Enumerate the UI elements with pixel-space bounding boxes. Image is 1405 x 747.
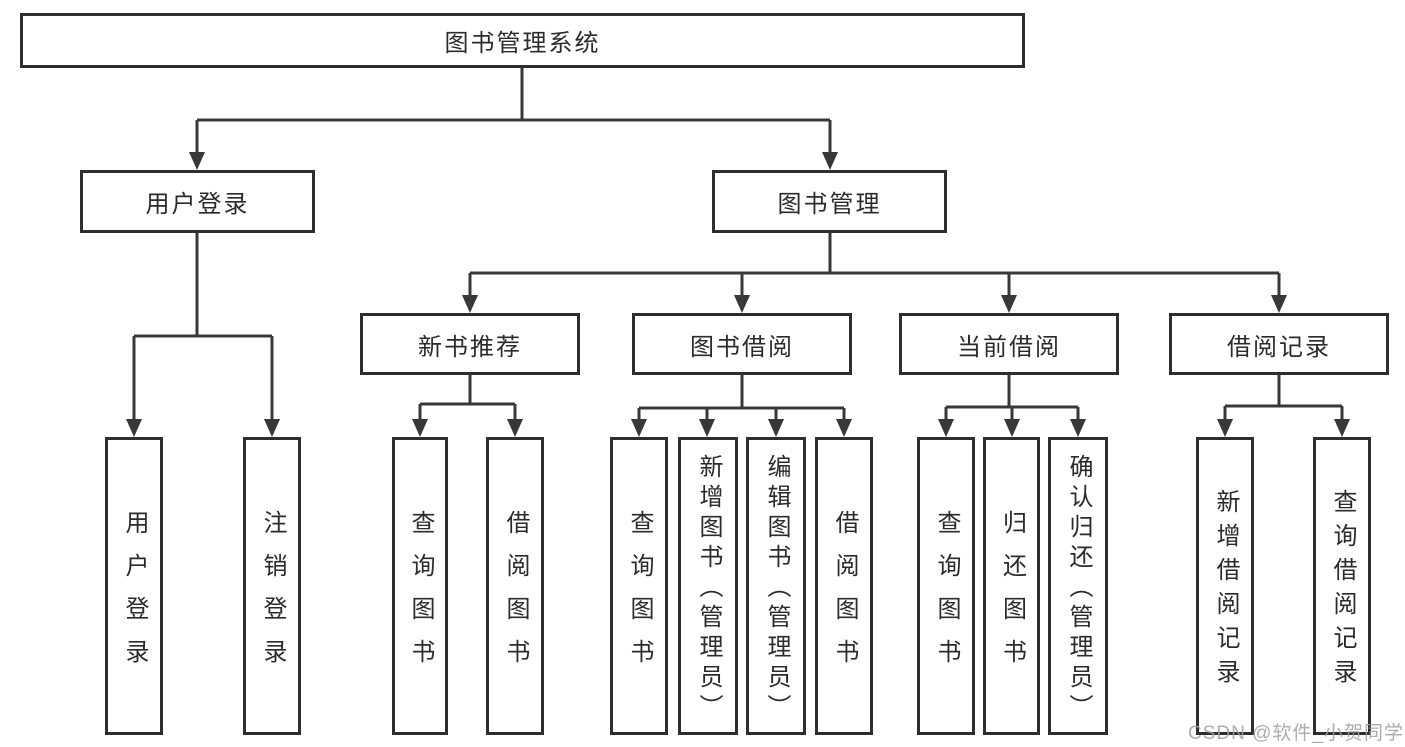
node-current-borrow: 当前借阅 [899, 313, 1119, 375]
leaf-user-login-label: 用户登录 [121, 509, 148, 682]
leaf-borrow-books-2-label: 借阅图书 [831, 509, 858, 682]
leaf-edit-books-admin: 编辑图书（管理员） [746, 437, 806, 735]
leaf-add-books-admin: 新增图书（管理员） [678, 437, 738, 735]
node-user-login: 用户登录 [80, 170, 315, 233]
node-borrow-records: 借阅记录 [1169, 313, 1389, 375]
leaf-user-login: 用户登录 [105, 437, 163, 735]
node-borrow-records-label: 借阅记录 [1227, 333, 1331, 361]
leaf-query-books-2-label: 查询图书 [626, 509, 653, 682]
leaf-query-books-1-label: 查询图书 [407, 509, 434, 682]
leaf-confirm-return-admin-label: 确认归还（管理员） [1065, 454, 1092, 724]
leaf-add-books-admin-label: 新增图书（管理员） [695, 454, 722, 724]
node-root-label: 图书管理系统 [444, 30, 601, 57]
node-book-management-label: 图书管理 [777, 191, 882, 218]
leaf-return-books-label: 归还图书 [998, 509, 1026, 682]
node-new-book-recommend-label: 新书推荐 [418, 333, 522, 361]
node-book-borrow: 图书借阅 [632, 313, 852, 375]
csdn-watermark: CSDN @软件_小贺同学 [1188, 723, 1404, 744]
leaf-confirm-return-admin: 确认归还（管理员） [1048, 437, 1108, 735]
leaf-borrow-books-1-label: 借阅图书 [502, 509, 529, 682]
node-current-borrow-label: 当前借阅 [957, 333, 1061, 361]
node-book-borrow-label: 图书借阅 [690, 333, 794, 361]
leaf-logout-label: 注销登录 [259, 509, 286, 682]
leaf-query-books-1: 查询图书 [392, 437, 448, 735]
leaf-borrow-books-1: 借阅图书 [486, 437, 544, 735]
leaf-query-borrow-record: 查询借阅记录 [1313, 437, 1371, 735]
leaf-add-borrow-record-label: 新增借阅记录 [1212, 489, 1239, 693]
leaf-add-borrow-record: 新增借阅记录 [1196, 437, 1254, 735]
leaf-edit-books-admin-label: 编辑图书（管理员） [763, 454, 790, 724]
node-root: 图书管理系统 [20, 13, 1025, 68]
leaf-return-books: 归还图书 [983, 437, 1040, 735]
node-book-management: 图书管理 [712, 170, 947, 233]
leaf-query-books-3: 查询图书 [917, 437, 975, 735]
leaf-logout: 注销登录 [243, 437, 301, 735]
leaf-borrow-books-2: 借阅图书 [815, 437, 873, 735]
leaf-query-books-2: 查询图书 [610, 437, 668, 735]
leaf-query-books-3-label: 查询图书 [933, 509, 960, 682]
node-user-login-label: 用户登录 [145, 191, 250, 218]
leaf-query-borrow-record-label: 查询借阅记录 [1329, 489, 1356, 693]
node-new-book-recommend: 新书推荐 [360, 313, 580, 375]
